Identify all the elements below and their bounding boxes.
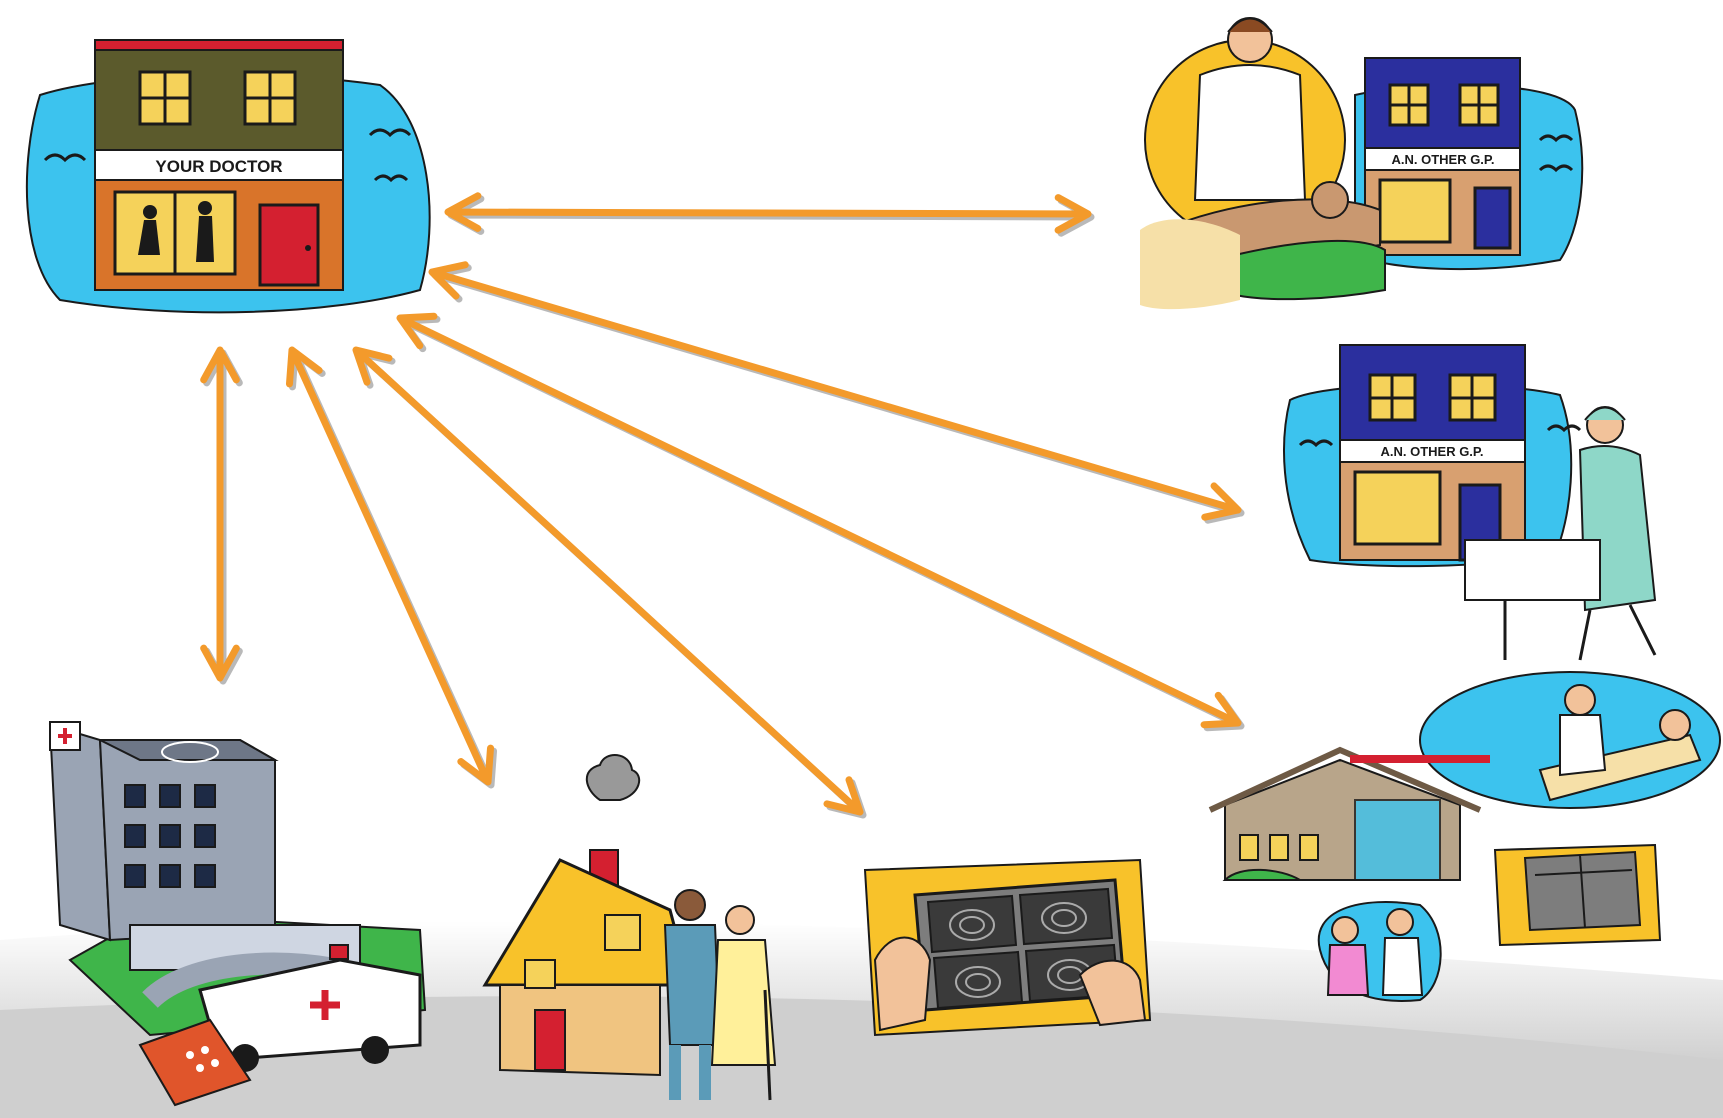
home-elderly-couple-icon: [482, 754, 777, 1101]
arrow-your-doctor-to-other-gp-physio: [444, 192, 1095, 237]
arrow-your-doctor-to-home-elderly-couple: [285, 346, 498, 789]
health-centre-services-icon: [1208, 671, 1721, 1002]
other-gp-physio-icon: A.N. OTHER G.P.: [1140, 17, 1584, 310]
xray-scan-icon: [863, 858, 1152, 1037]
your-doctor-surgery-icon: YOUR DOCTOR: [25, 39, 431, 314]
your-doctor-sign: YOUR DOCTOR: [155, 157, 282, 176]
arrow-your-doctor-to-hospital-ambulance: [200, 346, 243, 685]
arrow-your-doctor-to-health-centre-services: [396, 312, 1245, 732]
hospital-ambulance-icon: [48, 721, 427, 1107]
arrow-your-doctor-to-xray-scan: [352, 346, 867, 819]
other-gp-sign-top: A.N. OTHER G.P.: [1391, 152, 1494, 167]
connection-arrows: [200, 192, 1245, 819]
arrow-your-doctor-to-other-gp-surgical-nurse: [428, 261, 1245, 524]
other-gp-surgical-nurse-icon: A.N. OTHER G.P.: [1283, 344, 1657, 661]
background-floor: [0, 921, 1723, 1118]
other-gp-sign-middle: A.N. OTHER G.P.: [1380, 444, 1483, 459]
